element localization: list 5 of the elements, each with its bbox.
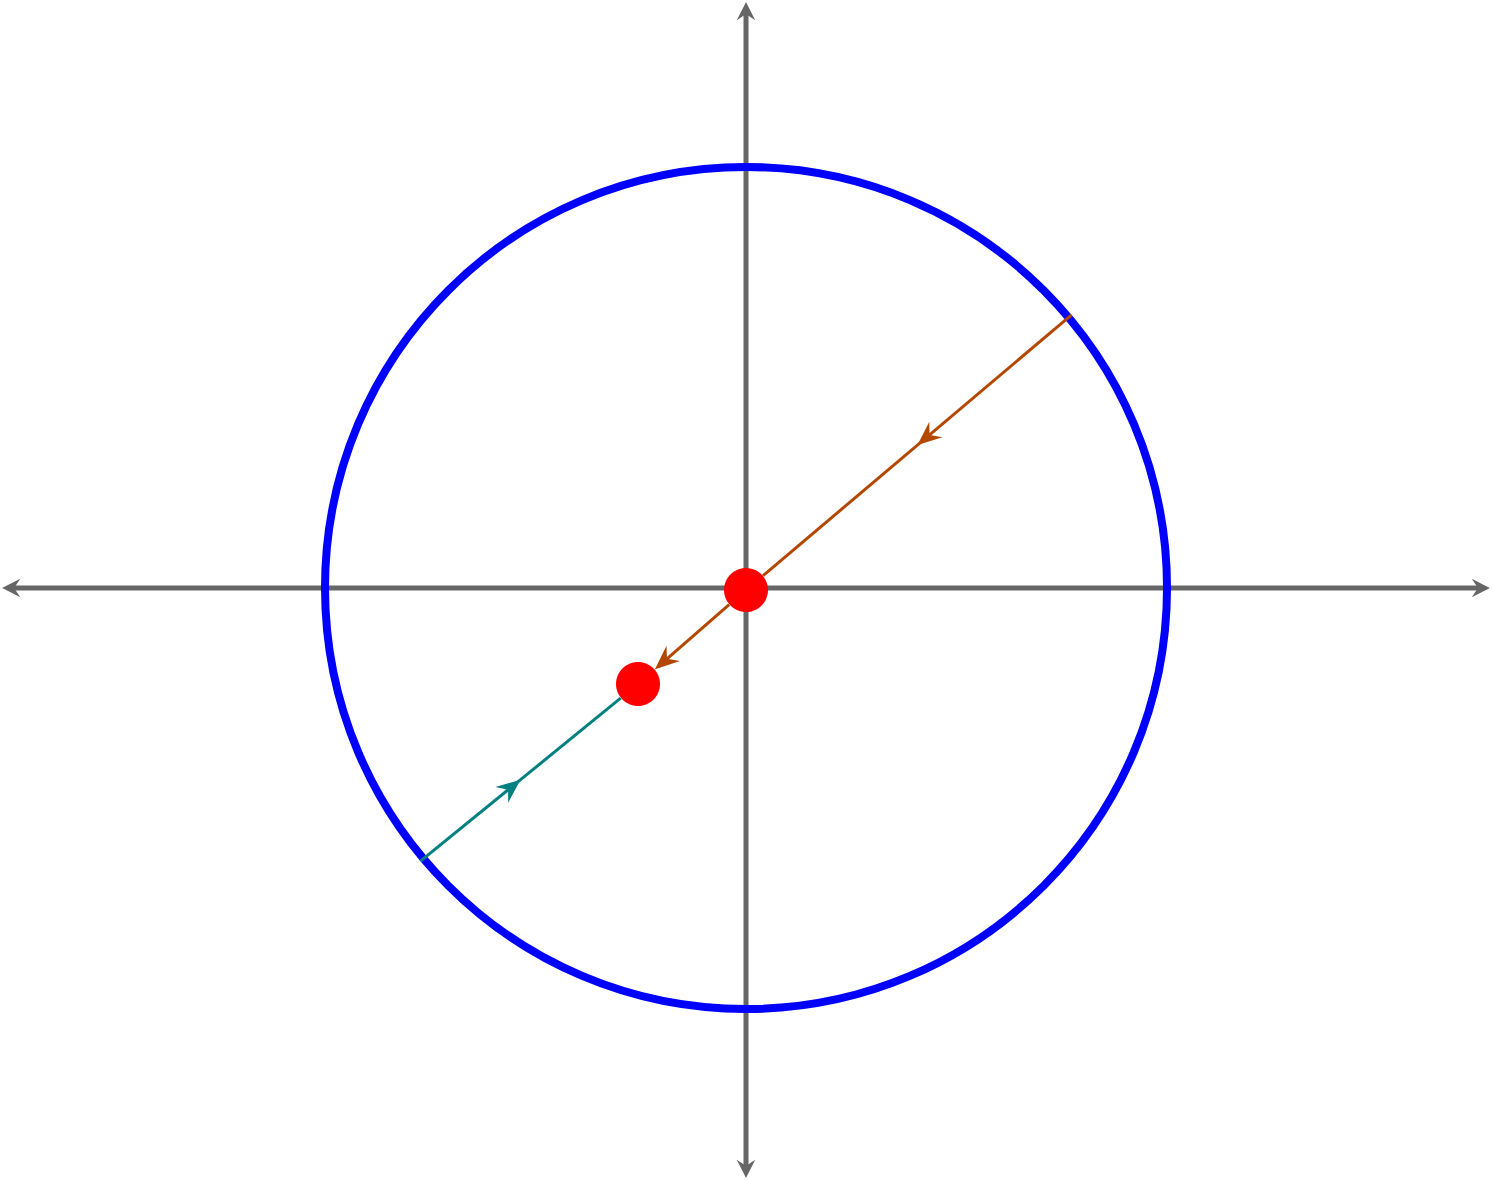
arrow (762, 313, 1073, 577)
arrow (419, 697, 622, 863)
point-dot (724, 568, 768, 612)
circle (321, 163, 1171, 1013)
point-dot (616, 662, 660, 706)
